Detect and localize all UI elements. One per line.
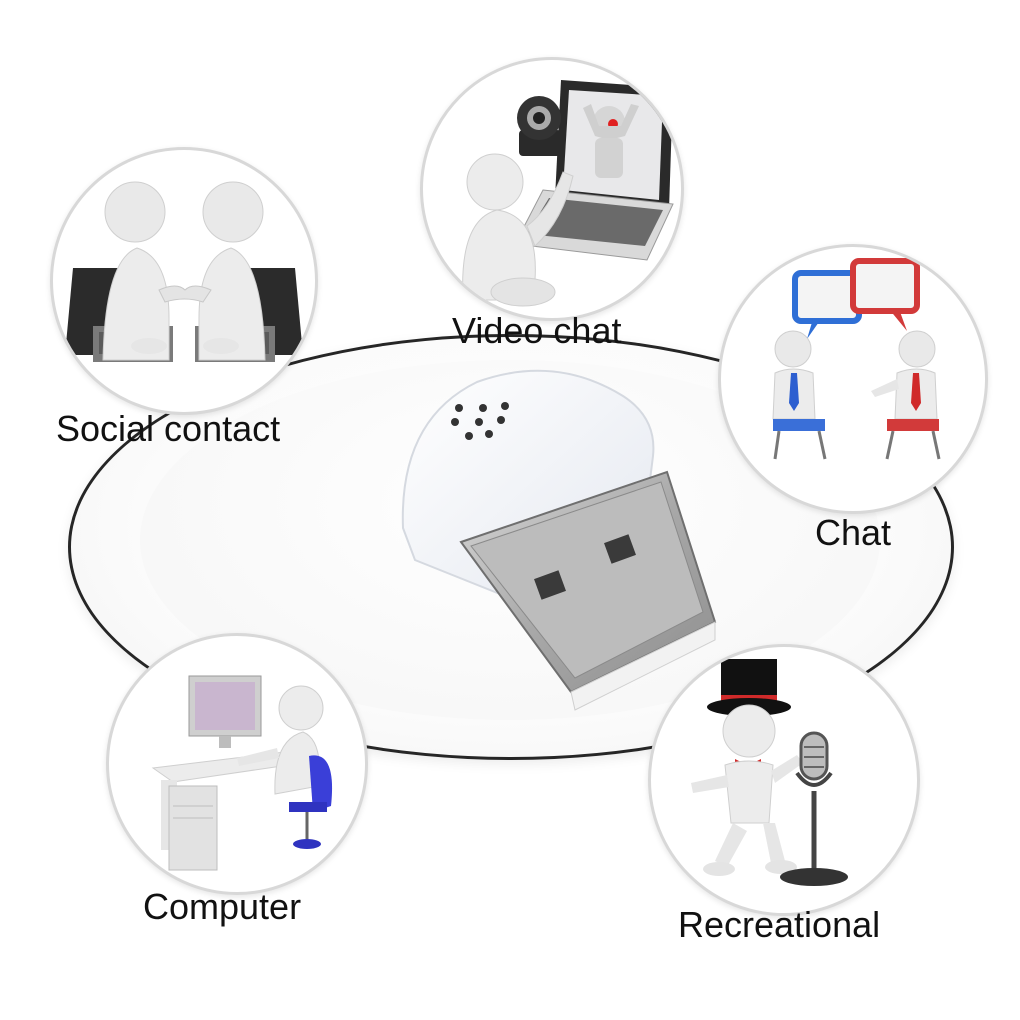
desktop-computer-illustration — [151, 675, 333, 871]
label-video-chat: Video chat — [452, 310, 622, 351]
usb-microphone-dongle — [385, 360, 730, 715]
recreational-circle — [648, 644, 920, 916]
top-hat-singer-illustration — [691, 659, 848, 886]
handshake-laptops-illustration — [65, 181, 303, 362]
label-computer: Computer — [143, 886, 302, 927]
label-social-contact: Social contact — [56, 408, 281, 449]
usb-dongle-illustration — [401, 369, 717, 711]
social-contact-circle — [50, 147, 318, 415]
label-chat: Chat — [815, 512, 892, 553]
chat-circle — [718, 244, 988, 514]
label-recreational: Recreational — [678, 904, 881, 945]
two-people-chatting-illustration — [772, 258, 941, 460]
computer-circle — [106, 633, 368, 895]
webcam-laptop-illustration — [462, 80, 674, 307]
video-chat-circle — [420, 57, 684, 321]
